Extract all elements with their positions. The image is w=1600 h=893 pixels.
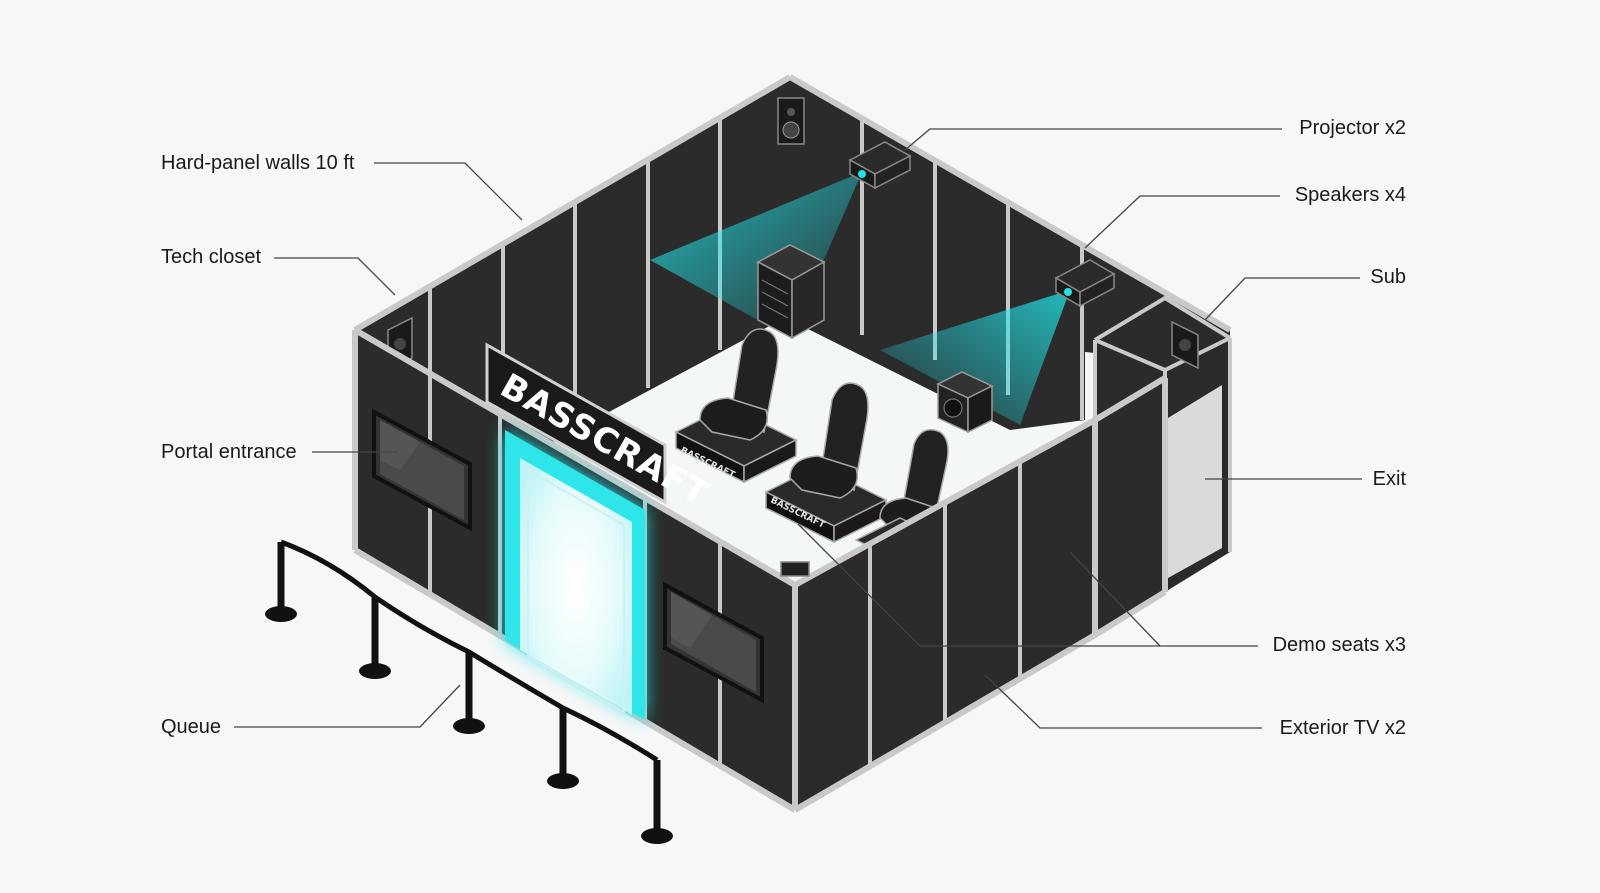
stanchion-icon	[547, 708, 579, 789]
callout-projector: Projector x2	[1299, 117, 1406, 139]
portal-entrance	[505, 430, 645, 720]
callout-hard-panel-walls: Hard-panel walls 10 ft	[161, 152, 355, 174]
leader-demo-seats	[797, 523, 1258, 647]
leader-tech-closet	[274, 257, 396, 296]
leader-demo-seats-2	[1069, 551, 1161, 647]
leader-lines	[234, 128, 1362, 729]
queue-stanchions	[265, 539, 673, 844]
leader-speakers	[1084, 195, 1280, 249]
seat-icon: BASSCRAFT	[764, 382, 888, 544]
stanchion-icon	[265, 542, 297, 622]
leader-exterior-tv	[984, 674, 1262, 729]
stanchion-icon	[359, 597, 391, 679]
callout-exit: Exit	[1372, 468, 1406, 490]
tv-icon	[663, 581, 764, 704]
speaker-icon	[777, 97, 805, 145]
callout-tech-closet: Tech closet	[161, 246, 262, 268]
tv-icon	[372, 408, 472, 532]
speaker-icon	[1171, 320, 1199, 370]
stanchion-icon	[641, 760, 673, 844]
callout-sub: Sub	[1370, 266, 1406, 288]
callout-portal-entrance: Portal entrance	[161, 441, 297, 463]
front-right-wall	[792, 375, 1168, 813]
leader-hard-panel-walls	[374, 162, 523, 221]
callout-speakers: Speakers x4	[1294, 184, 1406, 206]
tech-rack-icon	[756, 244, 826, 340]
leader-queue	[234, 684, 461, 728]
stanchion-icon	[453, 652, 485, 734]
callout-exterior-tv: Exterior TV x2	[1279, 717, 1406, 739]
leader-sub	[1204, 277, 1360, 321]
callout-demo-seats: Demo seats x3	[1272, 634, 1406, 656]
callout-queue: Queue	[161, 716, 222, 738]
subwoofer-icon	[936, 371, 994, 434]
projector-beam-right	[880, 290, 1070, 425]
projector-icon	[848, 141, 912, 190]
corner-device	[780, 561, 810, 577]
projector-icon	[1054, 259, 1116, 308]
leader-projector	[904, 128, 1282, 151]
projector-beam-left	[650, 172, 862, 338]
